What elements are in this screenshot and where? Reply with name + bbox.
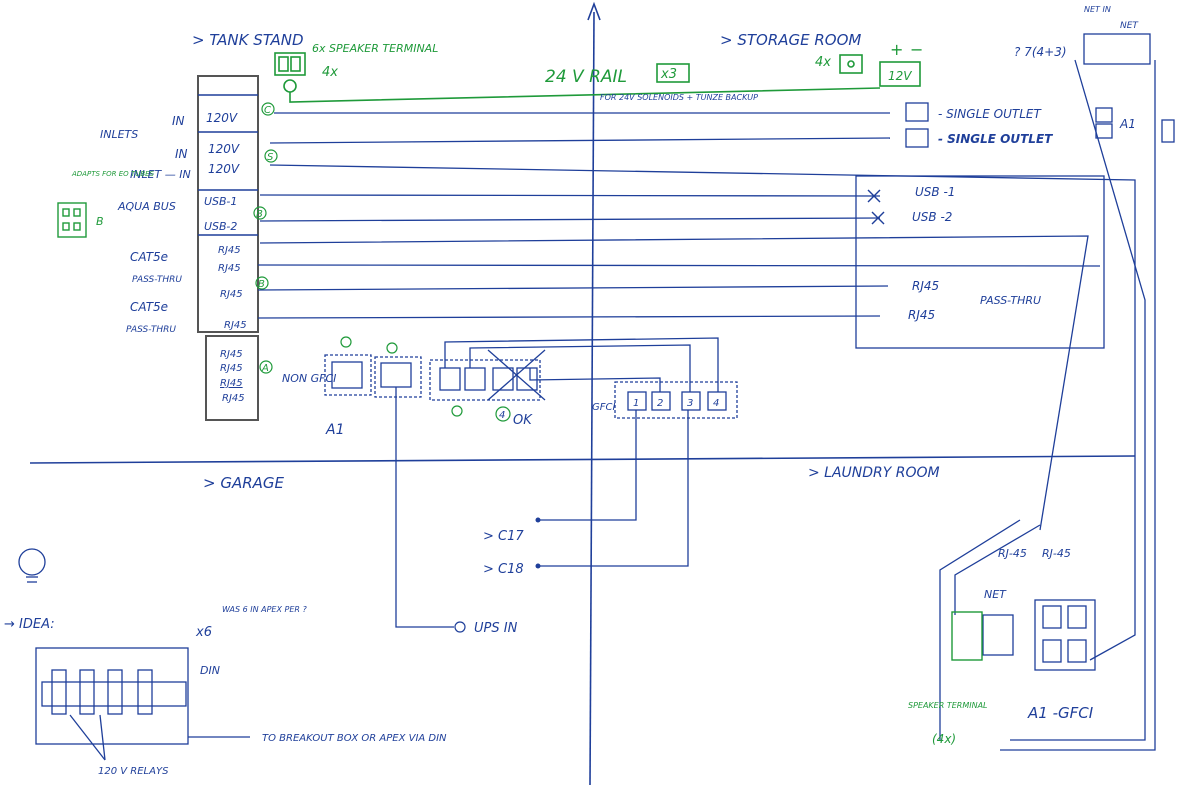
- panel-dividers: [198, 94, 258, 236]
- mark-b-2: B: [258, 279, 265, 290]
- label-cat5e-1: CAT5e: [130, 250, 168, 264]
- bulb-icon: [18, 548, 46, 583]
- lower-port-2: RJ45: [220, 363, 243, 374]
- psu-label: 12V: [888, 69, 912, 83]
- laundry-wiring: [939, 59, 1156, 751]
- port-120v-1: 120V: [206, 111, 238, 125]
- outlet-strip: [324, 337, 738, 628]
- mark-b-1: B: [256, 209, 263, 220]
- psu-minus: −: [910, 40, 923, 59]
- label-usb-2: USB -2: [912, 210, 952, 224]
- port-usb-1: USB-1: [204, 195, 237, 208]
- green-b-label: B: [96, 215, 104, 228]
- idea-breakout: TO BREAKOUT BOX OR APEX VIA DIN: [262, 733, 447, 744]
- label-in-2: IN: [175, 147, 188, 161]
- rail-24v: [274, 52, 921, 103]
- mark-s: S: [267, 152, 274, 163]
- label-rj45-2: RJ45: [908, 308, 935, 322]
- mark-a: A: [261, 363, 269, 374]
- rail-label: 24 V RAIL: [545, 67, 627, 87]
- label-four-mark: 4: [499, 410, 505, 421]
- section-garage: > GARAGE: [203, 474, 285, 492]
- laundry-rj45-b: RJ-45: [1042, 547, 1071, 560]
- x-marks: [867, 189, 885, 225]
- label-cat5e-2: CAT5e: [130, 300, 168, 314]
- speaker-count-label: 4x: [322, 65, 338, 80]
- laundry-speaker: [951, 611, 983, 661]
- port-120v-3: 120V: [208, 162, 240, 176]
- section-laundry-room: > LAUNDRY ROOM: [808, 465, 940, 481]
- label-a1-outlet: A1: [325, 422, 344, 438]
- port-rj45-2: RJ45: [218, 263, 241, 274]
- idea-din-box: [35, 647, 250, 761]
- gfci-port-3: 3: [687, 398, 693, 409]
- lower-port-3: RJ45: [220, 378, 243, 389]
- label-question: ? 7(4+3): [1014, 45, 1067, 59]
- lower-port-4: RJ45: [222, 393, 245, 404]
- label-inlet-in: INLET — IN: [130, 168, 191, 181]
- label-non-gfci: NON GFCI: [282, 372, 336, 385]
- gfci-port-4: 4: [713, 398, 719, 409]
- gfci-port-2: 2: [657, 398, 663, 409]
- circuit-c17: > C17: [483, 529, 524, 544]
- green-count-label: 4x: [815, 55, 831, 70]
- port-rj45-4: RJ45: [224, 320, 247, 331]
- port-usb-2: USB-2: [204, 220, 237, 233]
- gfci-port-1: 1: [633, 398, 639, 409]
- divider-lines: [29, 1, 1136, 786]
- laundry-rj45-a: RJ-45: [998, 547, 1027, 560]
- rail-note: FOR 24V SOLENOIDS + TUNZE BACKUP: [600, 93, 758, 102]
- psu-plus: +: [890, 40, 903, 59]
- label-aqua-bus: AQUA BUS: [117, 200, 176, 213]
- label-rj45-1: RJ45: [912, 279, 939, 293]
- circle-marks: [253, 102, 278, 374]
- laundry-net: NET: [984, 588, 1007, 601]
- ups-marker: [454, 621, 466, 633]
- label-pass-thru-1: PASS-THRU: [132, 275, 182, 285]
- panel-ports: 120V 120V 120V USB-1 USB-2 RJ45 RJ45 RJ4…: [204, 111, 247, 404]
- port-rj45-3: RJ45: [220, 289, 243, 300]
- cable-runs: [257, 112, 1136, 661]
- idea-question: WAS 6 IN APEX PER ?: [222, 605, 307, 614]
- idea-label: → IDEA:: [4, 617, 55, 632]
- idea-relays: 120 V RELAYS: [98, 766, 169, 777]
- laundry-a1-gfci: A1 -GFCI: [1027, 704, 1094, 722]
- laundry-speaker-terminal: SPEAKER TERMINAL: [908, 701, 988, 710]
- label-net-in: NET IN: [1084, 5, 1111, 14]
- label-a1-right: A1: [1119, 117, 1136, 131]
- idea-times: x6: [195, 625, 212, 640]
- label-usb-1: USB -1: [915, 185, 955, 199]
- mark-c: C: [264, 105, 271, 116]
- label-pass-thru-2: PASS-THRU: [126, 325, 176, 335]
- label-pass-thru-right: PASS-THRU: [980, 294, 1041, 307]
- green-outlet-icon: [57, 202, 87, 238]
- single-outlet-1: - SINGLE OUTLET: [938, 107, 1042, 121]
- section-tank-stand: > TANK STAND: [192, 31, 304, 49]
- tank-panel: [197, 75, 259, 421]
- label-inlets: INLETS: [100, 128, 138, 141]
- rail-multiplier: x3: [660, 67, 677, 82]
- speaker-terminal-label: 6x SPEAKER TERMINAL: [312, 42, 438, 55]
- idea-din: DIN: [200, 664, 220, 677]
- port-120v-2: 120V: [208, 142, 240, 156]
- label-ok: OK: [513, 413, 533, 428]
- label-gfci: GFCI: [592, 402, 615, 413]
- section-storage-room: > STORAGE ROOM: [720, 31, 861, 49]
- outlet-circle-marks: [340, 336, 511, 422]
- c18-dot: [535, 563, 541, 569]
- label-in-1: IN: [172, 114, 185, 128]
- label-net: NET: [1120, 21, 1139, 31]
- port-rj45-1: RJ45: [218, 245, 241, 256]
- c17-dot: [535, 517, 541, 523]
- green-note: ADAPTS FOR EO TUBES: [71, 170, 155, 178]
- circuit-ups-in: UPS IN: [474, 621, 518, 636]
- circuit-c18: > C18: [483, 562, 524, 577]
- lower-port-1: RJ45: [220, 349, 243, 360]
- laundry-speaker-count: (4x): [932, 732, 956, 746]
- single-outlet-2: - SINGLE OUTLET: [938, 132, 1053, 146]
